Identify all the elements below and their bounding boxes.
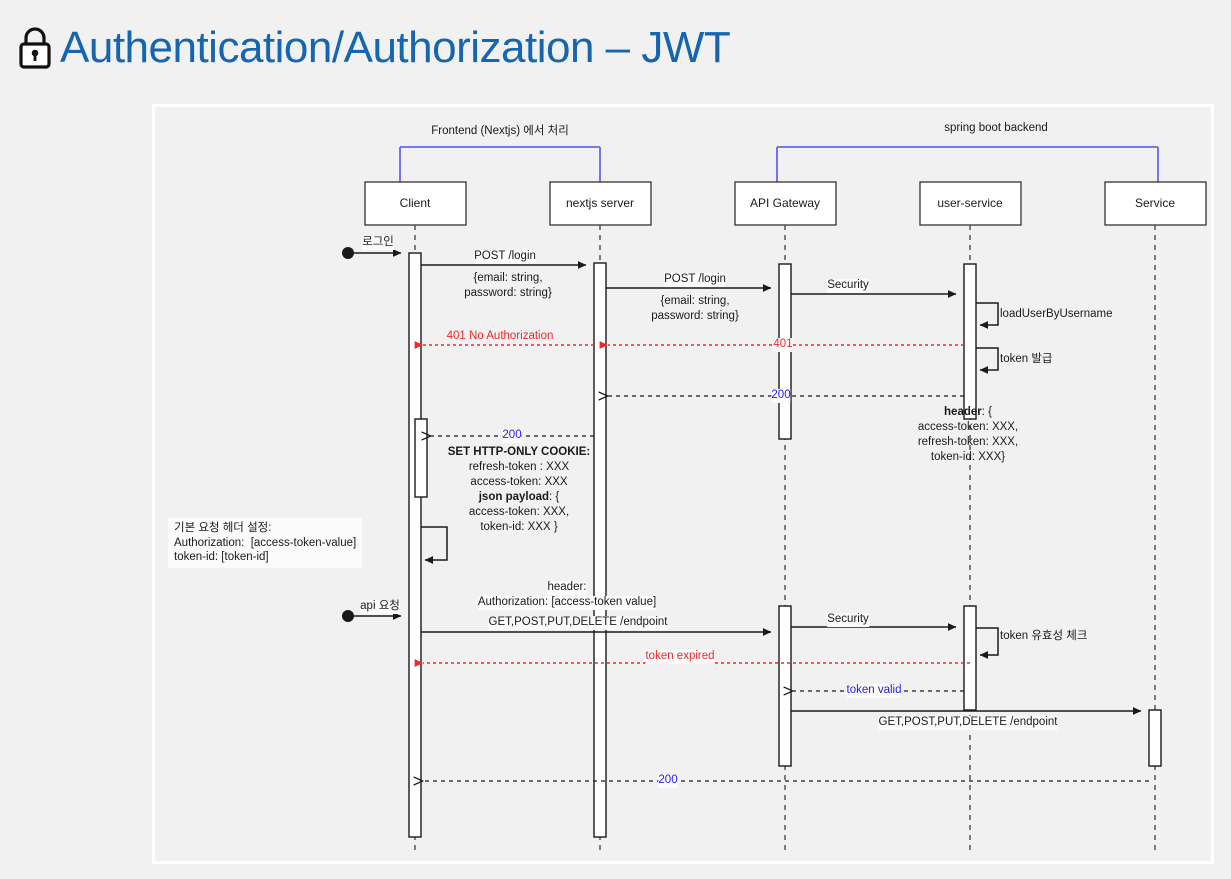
message-label-m11-auth: Authorization: [access-token value] [477,596,657,610]
message-label-m13: token 유효성 체크 [1000,630,1088,642]
m9-json-brace: : { [549,491,560,503]
participant-label-user-service: user-service [937,196,1003,210]
message-sublabel-m9-0: SET HTTP-ONLY COOKIE: [447,446,591,458]
message-sublabel-m2-1: {email: string, [660,295,730,307]
m8-header-brace: : { [981,406,992,418]
message-label-m1: POST /login [474,250,536,264]
participant-label-api-gateway: API Gateway [749,196,821,210]
message-label-m16: GET,POST,PUT,DELETE /endpoint [878,716,1058,730]
participant-label-nextjs: nextjs server [565,196,635,210]
message-label-m4: loadUserByUsername [1000,308,1113,320]
m8-header-key: header [944,406,982,418]
message-label-m3: Security [827,279,869,293]
message-label-m11-header: header: [547,581,587,595]
message-sublabel-m9-1: refresh-token : XXX [468,461,570,473]
message-sublabel-m2-2: password: string} [651,310,739,322]
note-default-headers: 기본 요청 헤더 설정: Authorization: [access-token… [168,518,363,568]
message-label-m8: 200 [771,389,791,403]
actor-label-login: 로그인 [362,236,394,250]
message-label-m5: 401 [773,338,793,352]
actor-label-api: api 요청 [360,600,400,614]
group-label-frontend: Frontend (Nextjs) 에서 처리 [427,122,573,138]
lock-icon [19,27,51,69]
message-label-m9: 200 [502,429,522,443]
message-sublabel-m9-4: access-token: XXX, [468,506,570,518]
message-sublabel-m8-0: header: { [944,406,992,420]
message-sublabel-m9-5: token-id: XXX } [480,521,558,533]
message-sublabel-m9-3: json payload: { [479,491,560,505]
m9-json-key: json payload [478,491,550,503]
note-line-3: token-id: [token-id] [174,551,269,563]
group-label-backend: spring boot backend [940,122,1052,134]
message-label-m6: 401 No Authorization [446,330,554,342]
message-sublabel-m8-3: token-id: XXX} [930,451,1006,463]
page-title-bar: Authentication/Authorization – JWT [0,0,1231,96]
message-sublabel-m8-2: refresh-token: XXX, [917,436,1019,448]
message-label-m2: POST /login [664,273,726,287]
message-label-m12: Security [827,613,869,627]
message-label-m11: GET,POST,PUT,DELETE /endpoint [488,616,668,630]
message-sublabel-m1-1: {email: string, [473,272,543,284]
participant-label-client: Client [399,196,431,210]
message-sublabel-m9-2: access-token: XXX [470,476,568,488]
note-line-2: Authorization: [access-token-value] [174,536,357,549]
participant-label-service: Service [1134,196,1176,210]
message-sublabel-m1-2: password: string} [464,287,552,299]
message-label-m15: token valid [846,684,902,698]
diagram-frame [152,104,1214,864]
message-label-m14: token expired [645,650,715,664]
message-sublabel-m8-1: access-token: XXX, [917,421,1019,433]
message-label-m17: 200 [658,774,678,788]
message-label-m7: token 발급 [1000,353,1053,365]
note-line-1: 기본 요청 헤더 설정: [174,522,272,534]
page-title: Authentication/Authorization – JWT [60,23,731,72]
